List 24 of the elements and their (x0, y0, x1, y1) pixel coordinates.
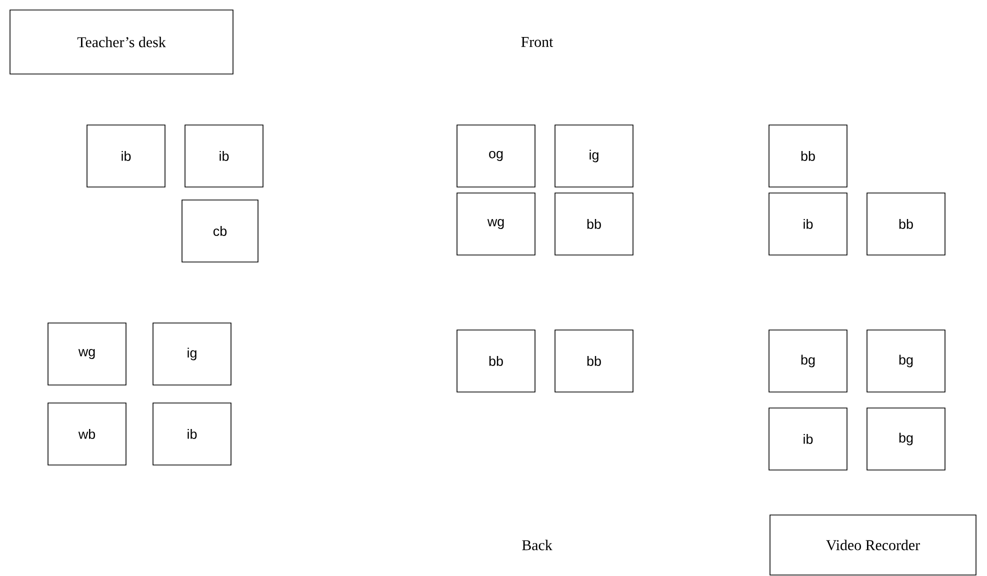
seat-box: cb (182, 200, 258, 262)
seat-box: wg (456, 192, 536, 256)
seat-box: bg (768, 330, 848, 392)
seat-box: bg (866, 330, 946, 392)
seat-box: bb (866, 192, 946, 256)
seat-box: wb (48, 402, 126, 466)
seat-box: bb (768, 124, 848, 188)
desk-box: Video Recorder (770, 514, 976, 576)
room-side-label: Back (522, 540, 552, 550)
seat-box: ib (768, 192, 848, 256)
seat-box: ib (152, 402, 232, 466)
seat-box: bb (554, 192, 634, 256)
seat-box: ib (768, 408, 848, 470)
seat-box: ig (152, 322, 232, 386)
seat-box: og (456, 124, 536, 188)
seat-box: bb (554, 330, 634, 392)
seat-box: ib (86, 124, 166, 188)
seat-box: ig (554, 124, 634, 188)
seat-box: wg (48, 322, 126, 386)
desk-box: Teacher’s desk (10, 10, 234, 74)
seat-box: bb (456, 330, 536, 392)
seat-box: ib (184, 124, 264, 188)
seat-box: bg (866, 408, 946, 470)
room-side-label: Front (521, 37, 554, 47)
